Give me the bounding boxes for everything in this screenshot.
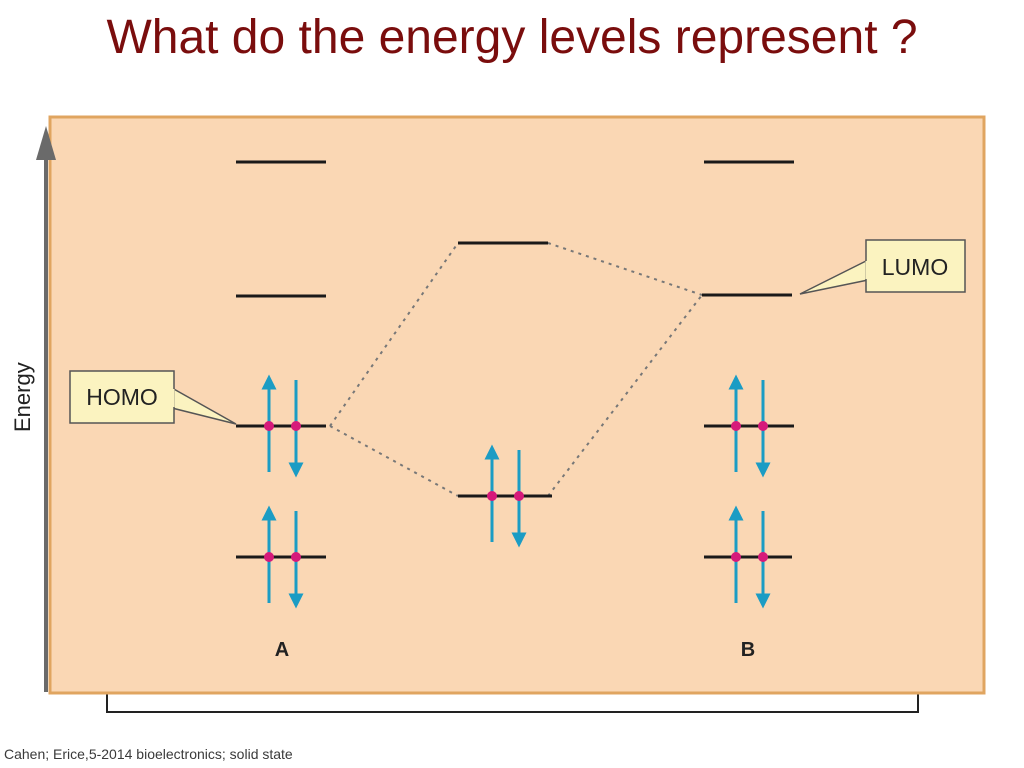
diagram-panel xyxy=(48,115,986,695)
electron-pair-b-lower xyxy=(728,505,771,609)
molecule-a-levels xyxy=(236,160,326,559)
slide-footer: Cahen; Erice,5-2014 bioelectronics; soli… xyxy=(4,746,293,762)
molecule-a-label: A xyxy=(275,639,289,661)
electron-dot xyxy=(514,491,524,501)
orbital-connectors xyxy=(329,242,703,497)
molecule-b-label: B xyxy=(741,639,755,661)
electron-dot xyxy=(291,552,301,562)
electron-dot xyxy=(758,421,768,431)
electron-dot xyxy=(487,491,497,501)
combined-levels xyxy=(458,241,552,498)
homo-label: HOMO xyxy=(86,384,158,410)
electron-pair-b-homo xyxy=(728,374,771,478)
electron-dot xyxy=(731,421,741,431)
electron-pair-a-lower xyxy=(261,505,304,609)
electron-pair-a-homo xyxy=(261,374,304,478)
energy-axis-arrowhead xyxy=(36,126,56,160)
lumo-callout: LUMO xyxy=(799,239,966,295)
homo-callout: HOMO xyxy=(69,370,237,425)
electron-dot xyxy=(264,421,274,431)
base-bracket xyxy=(106,690,919,713)
energy-axis-label: Energy xyxy=(10,362,35,432)
electron-dot xyxy=(758,552,768,562)
electron-dot xyxy=(264,552,274,562)
lumo-label: LUMO xyxy=(882,254,948,280)
slide-title: What do the energy levels represent ? xyxy=(106,11,918,64)
electron-pairs xyxy=(261,374,771,609)
molecule-b-levels xyxy=(702,160,794,559)
electron-pair-combined xyxy=(484,444,527,548)
electron-dot xyxy=(291,421,301,431)
electron-dot xyxy=(731,552,741,562)
